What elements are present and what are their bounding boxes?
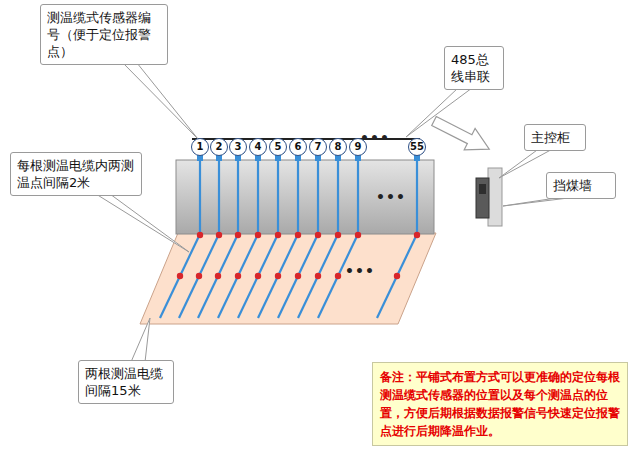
cable: [199, 160, 201, 234]
callout-text: 两根测温电缆间隔15米: [85, 365, 167, 399]
callout-pointer: [96, 194, 189, 252]
callout-box: 两根测温电缆间隔15米: [78, 360, 174, 404]
sensor-number-text: 1: [192, 139, 208, 154]
hollow-arrow: [429, 110, 495, 160]
callout-box: 主控柜: [524, 124, 586, 151]
note-box: 备注：平铺式布置方式可以更准确的定位每根测温缆式传感器的位置以及每个测温点的位置…: [372, 362, 628, 446]
temp-point: [235, 273, 241, 279]
sensor-number: 55: [408, 138, 426, 156]
sensor-number: 6: [289, 138, 307, 156]
cable: [298, 234, 338, 318]
callout-box: 挡煤墙: [546, 172, 616, 199]
temp-point: [295, 232, 301, 238]
temp-point: [315, 232, 321, 238]
cable: [237, 160, 239, 234]
sensor-number-text: 2: [211, 139, 227, 154]
temp-point: [196, 273, 202, 279]
cable: [277, 160, 279, 234]
cable: [357, 160, 359, 234]
callout-text: 主控柜: [531, 129, 579, 146]
coal-wall: [176, 160, 434, 234]
temp-point: [355, 232, 361, 238]
sensor-number-text: 5: [270, 139, 286, 154]
temp-point: [335, 232, 341, 238]
callout-box: 485总线串联: [444, 46, 504, 90]
callout-box: 每根测温电缆内两测温点间隔2米: [10, 152, 142, 196]
cable: [179, 234, 219, 318]
ellipsis-mark: •••: [345, 263, 375, 279]
temp-point: [295, 273, 301, 279]
cable: [258, 234, 298, 318]
callout-pointer: [131, 318, 150, 362]
temp-point: [215, 273, 221, 279]
callout-text: 备注：平铺式布置方式可以更准确的定位每根测温缆式传感器的位置以及每个测温点的位置…: [380, 368, 620, 440]
sensor-number: 5: [269, 138, 287, 156]
cable: [416, 160, 418, 234]
temp-point: [275, 273, 281, 279]
control-cabinet: [476, 178, 489, 218]
cable: [297, 160, 299, 234]
cable: [257, 160, 259, 234]
cable: [278, 234, 318, 318]
sensor-number-text: 6: [290, 139, 306, 154]
temp-point: [335, 273, 341, 279]
cable: [218, 234, 258, 318]
cable: [337, 160, 339, 234]
callout-text: 测温缆式传感器编号（便于定位报警点）: [47, 9, 161, 60]
temp-point: [216, 232, 222, 238]
sensor-number-text: 7: [310, 139, 326, 154]
sensor-number-text: 4: [250, 139, 266, 154]
cable: [317, 160, 319, 234]
callout-text: 挡煤墙: [553, 177, 609, 194]
sensor-number: 7: [309, 138, 327, 156]
temp-point: [177, 273, 183, 279]
temp-point: [255, 232, 261, 238]
cable: [377, 234, 417, 318]
ellipsis-mark: •••: [360, 130, 390, 146]
sensor-number-text: 55: [409, 139, 425, 154]
callout-pointer: [406, 88, 472, 137]
sensor-number: 2: [210, 138, 228, 156]
cabinet-panel: [479, 184, 486, 194]
temp-point: [315, 273, 321, 279]
temp-point: [394, 273, 400, 279]
temp-point: [197, 232, 203, 238]
ellipsis-mark: •••: [376, 189, 406, 205]
cable: [198, 234, 238, 318]
cable: [238, 234, 278, 318]
cables: [160, 155, 420, 318]
ground-area: [140, 233, 436, 324]
sensor-number: 1: [191, 138, 209, 156]
sensor-number: 3: [229, 138, 247, 156]
wall-plate: [488, 168, 502, 226]
sensor-number: 4: [249, 138, 267, 156]
temp-point: [275, 232, 281, 238]
callout-pointer: [123, 63, 198, 139]
callout-box: 测温缆式传感器编号（便于定位报警点）: [40, 4, 168, 65]
callout-text: 每根测温电缆内两测温点间隔2米: [17, 157, 135, 191]
callout-pointer: [499, 149, 553, 178]
sensor-number-text: 3: [230, 139, 246, 154]
sensor-number: 8: [329, 138, 347, 156]
callout-text: 485总线串联: [451, 51, 497, 85]
temp-point: [255, 273, 261, 279]
temp-point: [414, 232, 420, 238]
temp-point: [235, 232, 241, 238]
cable: [218, 160, 220, 234]
sensor-number-text: 8: [330, 139, 346, 154]
